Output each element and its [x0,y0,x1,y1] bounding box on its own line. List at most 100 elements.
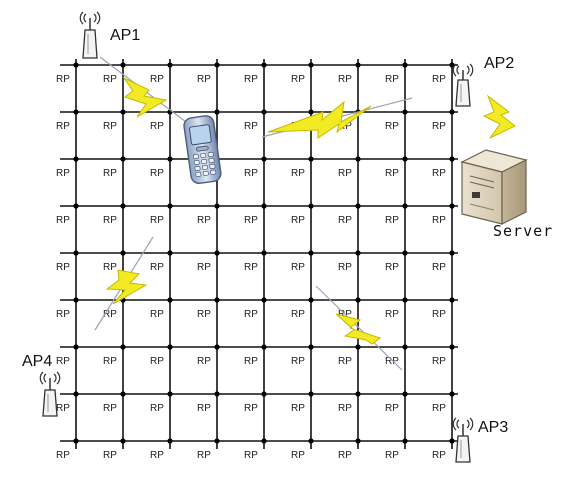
rp-label: RP [291,168,305,179]
rp-label: RP [197,356,211,367]
grid-node [73,391,79,397]
rp-label: RP [103,215,117,226]
grid-node [308,109,314,115]
grid-node [167,344,173,350]
rp-label: RP [385,74,399,85]
rp-label: RP [56,309,70,320]
rp-label: RP [385,121,399,132]
rp-label: RP [385,168,399,179]
rp-label: RP [432,168,446,179]
rp-label: RP [432,262,446,273]
grid-node [355,438,361,444]
grid-node [355,156,361,162]
rp-label: RP [150,215,164,226]
grid-node [167,156,173,162]
rp-label: RP [338,403,352,414]
antenna-icon [452,63,474,107]
antenna-icon [452,417,474,463]
grid-node [214,344,220,350]
grid-node [402,62,408,68]
grid-node [261,297,267,303]
grid-node [261,438,267,444]
lightning-signal-icon [267,100,372,139]
grid-node [449,344,455,350]
grid-node [449,203,455,209]
grid-node [73,250,79,256]
beam-ap3-phone [315,285,403,371]
grid-node [261,203,267,209]
ap3-label: AP3 [478,419,508,436]
ap3-antenna [452,417,474,463]
grid-node [355,250,361,256]
rp-label: RP [56,168,70,179]
rp-label: RP [103,309,117,320]
lightning-signals [105,76,516,345]
grid-node [73,109,79,115]
grid-node [214,109,220,115]
grid-node [120,109,126,115]
grid-node [402,297,408,303]
grid-node [449,250,455,256]
grid-node [73,297,79,303]
grid-node [355,62,361,68]
lightning-signal-icon [482,94,516,139]
server-icon [460,149,528,225]
grid-node [449,156,455,162]
grid-node [214,62,220,68]
rp-label: RP [56,450,70,461]
rp-label: RP [432,403,446,414]
rp-label: RP [150,74,164,85]
rp-label: RP [291,215,305,226]
rp-label: RP [244,356,258,367]
rp-label: RP [244,309,258,320]
rp-labels: RP RP RP RP RP RP RP RP RP RP RP RP RP RP RP RP RP RP RP RP… [56,74,446,461]
rp-label: RP [338,168,352,179]
rp-label: RP [150,403,164,414]
rp-label: RP [291,403,305,414]
rp-label: RP [103,403,117,414]
grid-node [261,109,267,115]
lightning-signal-icon [105,269,148,305]
grid-node [402,250,408,256]
grid-node [120,62,126,68]
rp-label: RP [56,121,70,132]
grid-node [449,391,455,397]
rp-label: RP [150,356,164,367]
rp-label: RP [385,356,399,367]
rp-label: RP [244,215,258,226]
grid-node [402,391,408,397]
grid-node [167,250,173,256]
grid-node [355,203,361,209]
ap2-label: AP2 [484,55,514,72]
ap4-label: AP4 [22,353,52,370]
grid-node [261,62,267,68]
grid-nodes [73,62,455,444]
rp-label: RP [291,74,305,85]
grid-node [73,62,79,68]
grid-node [402,156,408,162]
rp-label: RP [150,262,164,273]
rp-label: RP [150,121,164,132]
grid-node [120,344,126,350]
grid-node [308,203,314,209]
rp-label: RP [244,121,258,132]
rp-label: RP [197,262,211,273]
rp-label: RP [150,168,164,179]
rp-label: RP [385,215,399,226]
grid-node [402,109,408,115]
grid-node [402,344,408,350]
grid-node [449,438,455,444]
grid-lines [60,59,458,449]
rp-label: RP [197,403,211,414]
grid-node [214,250,220,256]
grid-node [120,203,126,209]
grid-node [120,250,126,256]
grid-node [355,391,361,397]
mobile-phone-icon [183,115,222,185]
grid-node [120,156,126,162]
grid-node [308,62,314,68]
grid-node [261,156,267,162]
grid-node [308,156,314,162]
grid-node [167,438,173,444]
